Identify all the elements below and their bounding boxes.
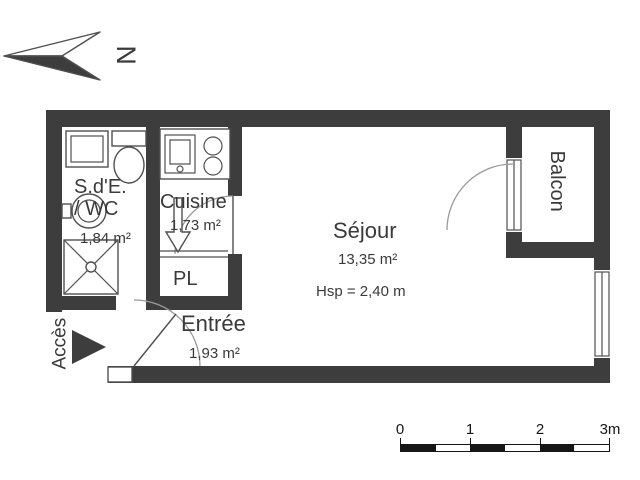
bathroom-area: 1,84 m² [80,230,131,247]
kitchen-sink-icon [164,134,196,174]
scale-tick [400,438,401,444]
door-swing-entrance [133,299,201,367]
scale-label: 0 [395,421,405,438]
balcony-glazed-door-icon [504,158,524,232]
direction-arrow-icon [164,197,192,254]
bathroom-name-line1: S.d'E. [74,176,127,198]
hob-burners-icon [203,136,223,176]
toilet-icon [111,130,147,184]
wall-segment [146,296,242,310]
living-name: Séjour [333,218,397,243]
access-arrow-icon [72,330,106,364]
access-name: Accès [49,317,71,370]
scale-label: 1 [465,421,475,438]
wall-segment [60,296,116,310]
wall-segment [228,254,242,310]
wall-segment [228,110,242,196]
living-ceiling-height: Hsp = 2,40 m [316,283,406,300]
wall-segment [108,366,610,383]
scale-segment [574,445,610,451]
scale-label: 3m [599,421,621,438]
bathroom-label: S.d'E. / WC [74,176,127,221]
entry-name: Entrée [181,311,246,336]
door-swing-balcony [446,163,514,231]
scale-segment [470,445,506,451]
wall-segment [46,110,62,312]
scale-label: 2 [535,421,545,438]
scale-segment [539,445,575,451]
window-icon [592,270,612,358]
closet-name: PL [173,268,198,290]
washbasin-icon [61,193,107,229]
north-label: N [111,45,142,65]
scale-tick [540,438,541,444]
wall-segment [506,242,610,258]
bathroom-name-line2: / WC [74,198,119,221]
scale-segment [435,445,471,451]
kitchen-name: Cuisine [160,191,227,213]
wall-segment [46,110,610,127]
entrance-threshold [107,366,133,383]
balcony-name: Balcon [546,150,569,212]
kitchen-unit-icon [159,128,231,180]
bathroom-cabinet-icon [65,130,109,168]
shower-icon [63,239,119,295]
scale-tick [470,438,471,444]
entry-area: 1,93 m² [189,345,240,362]
living-area: 13,35 m² [338,251,398,268]
closet-doors-icon [160,250,228,258]
scale-segment [401,445,436,451]
scale-bar-ruler [400,444,610,452]
scale-bar: 0 1 2 3m [396,421,620,453]
scale-segment [505,445,540,451]
kitchen-area: 1,73 m² [170,217,221,234]
north-arrow-icon [3,31,101,81]
scale-tick [609,438,610,444]
wall-segment [146,110,160,310]
